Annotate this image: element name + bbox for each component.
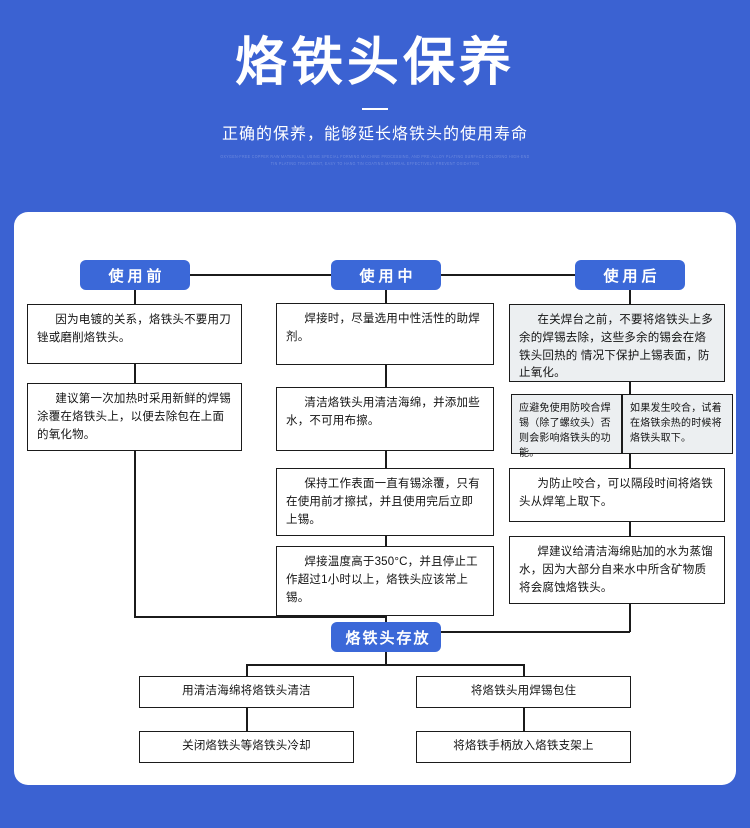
- storage-header-pill[interactable]: 烙铁头存放: [331, 622, 441, 652]
- connector-split-to-2: [629, 454, 631, 468]
- connector-storage-split: [246, 664, 524, 666]
- box-before-use-1[interactable]: 因为电镀的关系，烙铁头不要用刀锉或磨削烙铁头。: [27, 304, 242, 364]
- box-during-use-4[interactable]: 焊接温度高于350°C，并且停止工作超过1小时以上，烙铁头应该常上锡。: [276, 546, 494, 616]
- connector-col3-1-split: [629, 382, 631, 394]
- box-after-use-2[interactable]: 为防止咬合，可以隔段时间将烙铁头从焊笔上取下。: [509, 468, 725, 522]
- fineprint-line-2: TIN PLATING TREATMENT, EASY TO HANG TIN …: [270, 161, 480, 167]
- connector-storage-left-1-2: [246, 708, 248, 731]
- connector-stem-col1: [134, 290, 136, 304]
- connector-join-left: [134, 616, 386, 618]
- storage-right-step-1[interactable]: 将烙铁头用焊锡包住: [416, 676, 631, 708]
- connector-storage-right-drop: [523, 664, 525, 676]
- column-header-after-use[interactable]: 使用后: [575, 260, 685, 290]
- connector-join-right: [385, 631, 630, 633]
- page-title: 烙铁头保养: [234, 34, 515, 92]
- connector-pill-1-2: [190, 274, 331, 276]
- box-after-use-split-left[interactable]: 应避免使用防咬合焊锡（除了螺纹头）否则会影响烙铁头的功能。: [511, 394, 622, 459]
- page-header: 烙铁头保养 正确的保养，能够延长烙铁头的使用寿命 OXYGEN-FREE COP…: [0, 0, 750, 167]
- storage-left-step-1[interactable]: 用清洁海绵将烙铁头清洁: [139, 676, 354, 708]
- connector-col3-to-storage: [629, 604, 631, 632]
- connector-col1-to-storage: [134, 451, 136, 616]
- connector-storage-right-1-2: [523, 708, 525, 731]
- connector-stem-col3: [629, 290, 631, 304]
- connector-col2-2-3: [385, 451, 387, 468]
- title-divider: [362, 107, 388, 110]
- box-after-use-3[interactable]: 焊建议给清洁海绵贴加的水为蒸馏水，因为大部分自来水中所含矿物质将会腐蚀烙铁头。: [509, 536, 725, 604]
- column-header-before-use[interactable]: 使用前: [80, 260, 190, 290]
- box-during-use-1[interactable]: 焊接时，尽量选用中性活性的助焊剂。: [276, 303, 494, 365]
- connector-stem-col2: [385, 290, 387, 303]
- connector-storage-left-drop: [246, 664, 248, 676]
- connector-col2-1-2: [385, 365, 387, 387]
- column-header-during-use[interactable]: 使用中: [331, 260, 441, 290]
- fineprint-line-1: OXYGEN-FREE COPPER RAW MATERIALS, USING …: [220, 154, 530, 160]
- connector-pill-2-3: [441, 274, 575, 276]
- page-subtitle: 正确的保养，能够延长烙铁头的使用寿命: [221, 125, 528, 143]
- flowchart-panel: 使用前 使用中 使用后 因为电镀的关系，烙铁头不要用刀锉或磨削烙铁头。 建议第一…: [14, 212, 736, 785]
- connector-storage-stem: [385, 652, 387, 665]
- connector-col1-1-2: [134, 364, 136, 383]
- connector-col2-3-4: [385, 536, 387, 546]
- box-during-use-3[interactable]: 保持工作表面一直有锡涂覆，只有在使用前才擦拭，并且使用完后立即上锡。: [276, 468, 494, 536]
- box-after-use-split-right[interactable]: 如果发生咬合，试着在烙铁余热的时候将烙铁头取下。: [622, 394, 733, 454]
- box-after-use-1[interactable]: 在关焊台之前，不要将烙铁头上多余的焊锡去除，这些多余的锡会在烙铁头回热的 情况下…: [509, 304, 725, 382]
- box-during-use-2[interactable]: 清洁烙铁头用清洁海绵，并添加些水，不可用布擦。: [276, 387, 494, 451]
- storage-left-step-2[interactable]: 关闭烙铁头等烙铁头冷却: [139, 731, 354, 763]
- storage-right-step-2[interactable]: 将烙铁手柄放入烙铁支架上: [416, 731, 631, 763]
- box-before-use-2[interactable]: 建议第一次加热时采用新鲜的焊锡涂覆在烙铁头上，以便去除包在上面的氧化物。: [27, 383, 242, 451]
- connector-col3-2-3: [629, 522, 631, 536]
